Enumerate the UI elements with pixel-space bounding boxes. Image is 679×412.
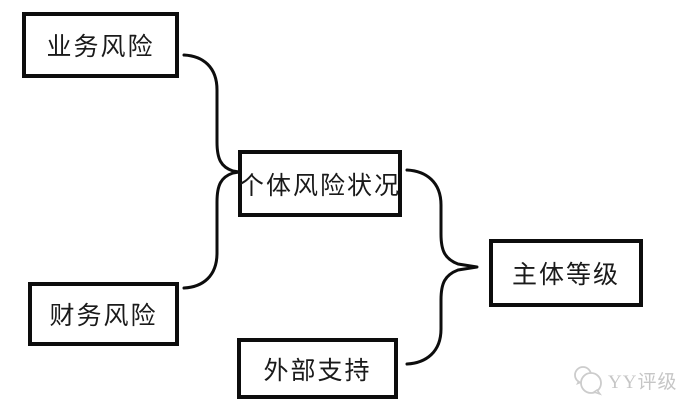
node-issuer-rating-label: 主体等级 (511, 262, 620, 289)
node-issuer-rating: 主体等级 (489, 239, 643, 307)
node-business-risk-label: 业务风险 (46, 34, 155, 61)
node-financial-risk: 财务风险 (28, 282, 179, 346)
node-individual-risk-profile: 个体风险状况 (238, 150, 402, 217)
node-external-support: 外部支持 (237, 338, 398, 399)
watermark: YY评级 (570, 364, 677, 396)
yy-double-bubble-logo-icon (574, 366, 603, 396)
left-curly-brace-connector (182, 53, 241, 290)
node-individual-risk-profile-label: 个体风险状况 (239, 172, 402, 200)
right-curly-brace-connector (405, 168, 479, 366)
watermark-label: YY评级 (608, 371, 678, 393)
node-business-risk: 业务风险 (22, 12, 179, 78)
node-external-support-label: 外部支持 (263, 357, 372, 385)
node-financial-risk-label: 财务风险 (49, 303, 158, 330)
